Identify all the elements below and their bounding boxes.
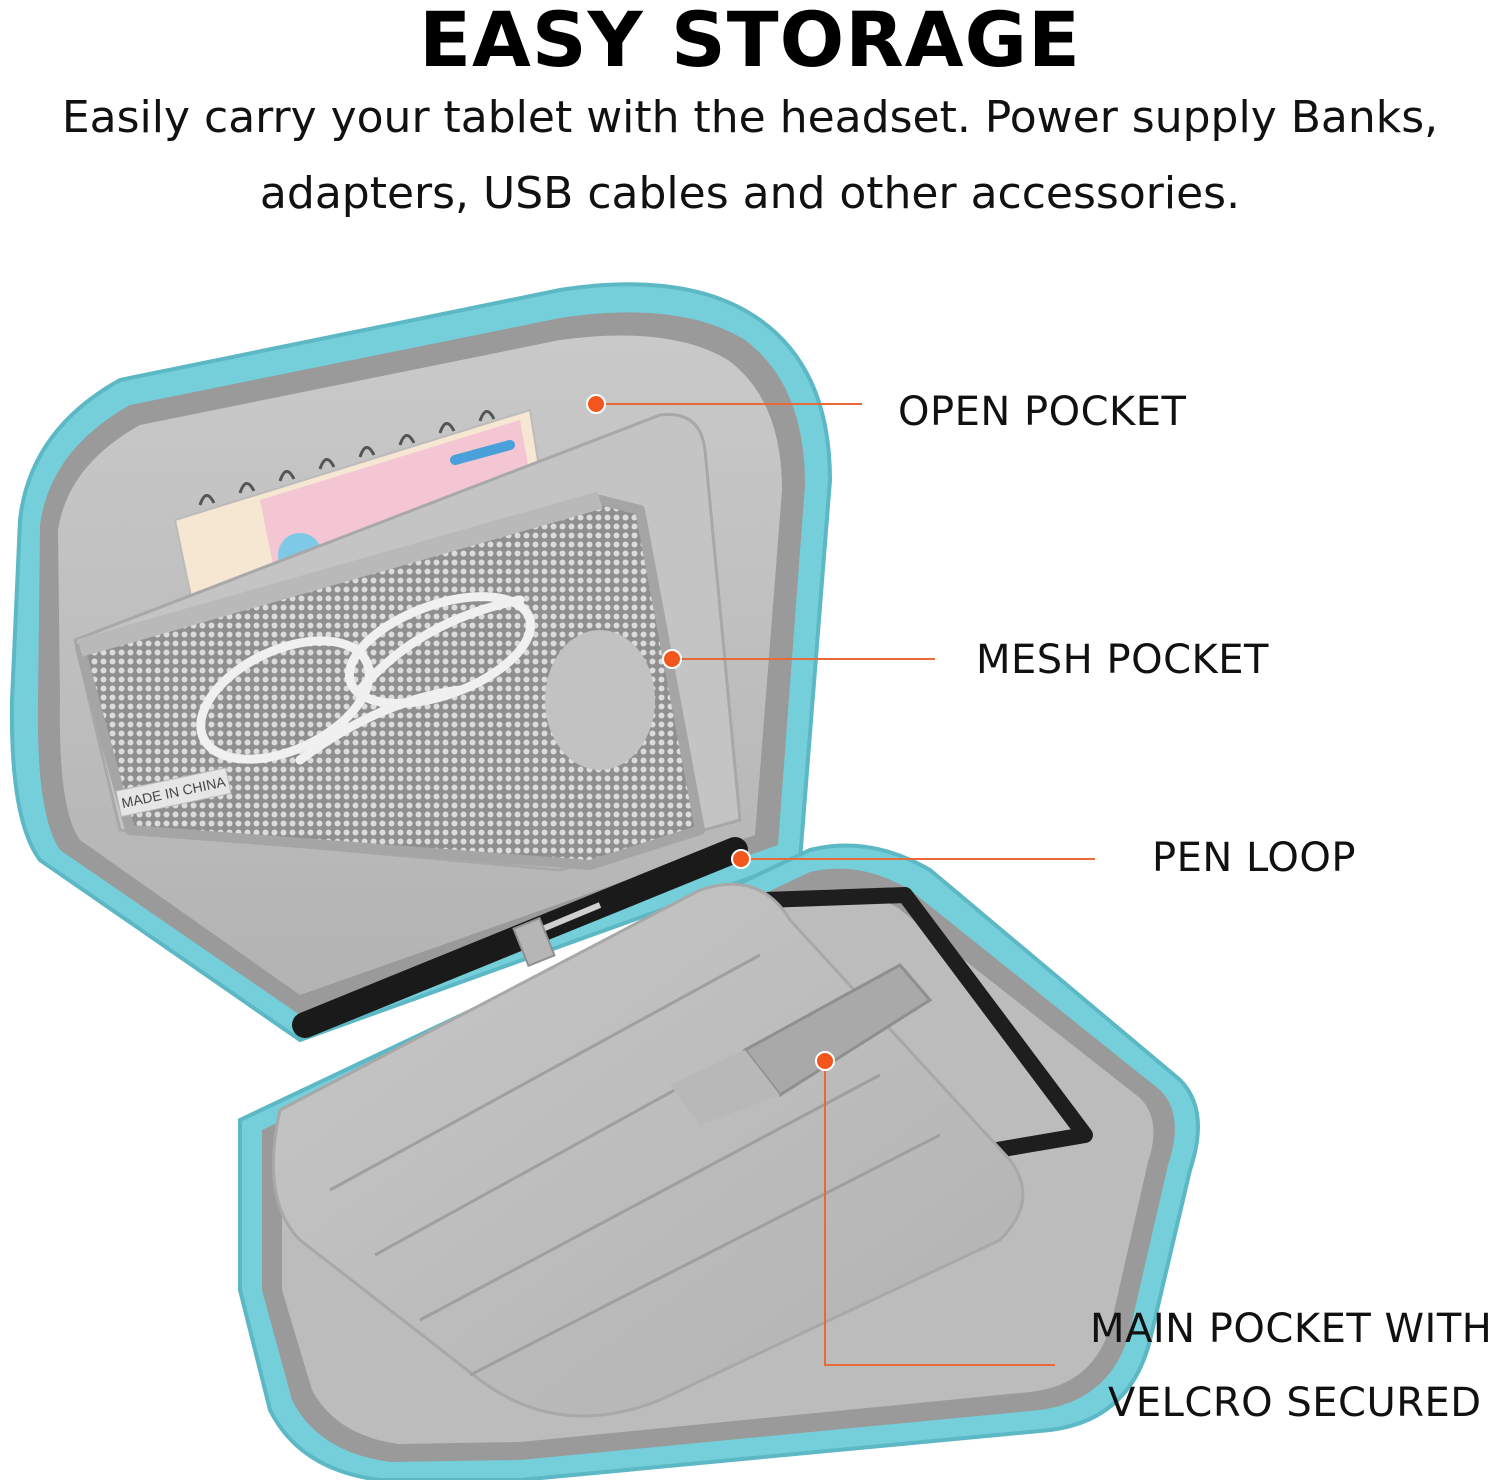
main-pocket-label-line-1: MAIN POCKET WITH bbox=[1090, 1306, 1493, 1352]
pen-loop[interactable] bbox=[512, 916, 556, 968]
main-pocket-dot bbox=[815, 1051, 835, 1071]
pen-loop-dot bbox=[731, 849, 751, 869]
open-pocket-dot bbox=[586, 394, 606, 414]
mesh-pocket-label: MESH POCKET bbox=[976, 637, 1269, 683]
callout-leaders bbox=[596, 403, 1095, 1366]
description-line-1: Easily carry your tablet with the headse… bbox=[61, 92, 1439, 143]
mesh-pocket[interactable] bbox=[75, 491, 705, 870]
callout-dots bbox=[586, 394, 835, 1071]
main-pocket-label-line-2: VELCRO SECURED bbox=[1108, 1380, 1482, 1426]
description-line-2: adapters, USB cables and other accessori… bbox=[259, 168, 1241, 219]
page-title: EASY STORAGE bbox=[419, 0, 1081, 84]
mesh-pocket-dot bbox=[662, 649, 682, 669]
usb-cable bbox=[196, 592, 536, 765]
pen-loop-label: PEN LOOP bbox=[1152, 835, 1356, 881]
accessory-item bbox=[545, 630, 655, 770]
open-pocket-label: OPEN POCKET bbox=[898, 389, 1187, 435]
